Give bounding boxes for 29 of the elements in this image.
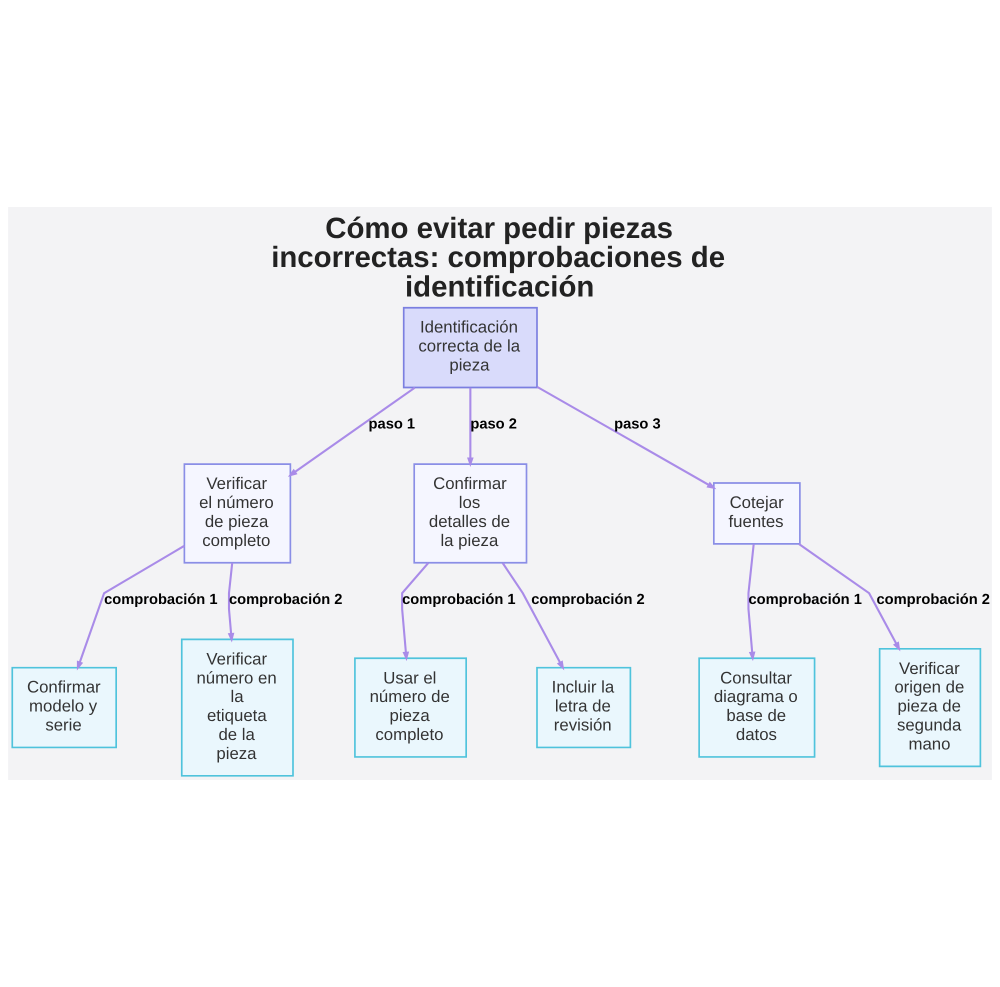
edge-label: comprobación 2 [228,592,342,608]
node-box: Usar el número de pieza completo [354,657,467,758]
arrow [288,386,416,477]
node-box: Consultar diagrama o base de datos [698,657,816,758]
arrow [467,388,474,467]
arrow [228,562,234,642]
edge-label: comprobación 1 [748,592,862,608]
edge-label: comprobación 1 [104,592,218,608]
node-box: Identificación correcta de la pieza [402,306,538,388]
arrow [536,386,716,490]
arrow [401,562,430,662]
node-box: Confirmar los detalles de la pieza [413,463,528,564]
edge-label: paso 3 [614,416,661,433]
edge-label: comprobación 2 [531,592,645,608]
edge-label: paso 1 [368,416,416,433]
arrow [798,543,900,652]
arrow [502,562,564,670]
edge-label: comprobación 1 [402,592,516,608]
node-box: Verificar origen de pieza de segunda mano [878,648,982,768]
diagram-title: Cómo evitar pedir piezas incorrectas: comprobaciones de identificación [271,212,726,304]
edge-label: paso 2 [470,416,517,433]
arrow [747,544,756,662]
edge-label: comprobación 2 [876,592,990,608]
node-box: Incluir la letra de revisión [536,666,632,748]
node-box: Cotejar fuentes [712,482,801,545]
arrow [76,544,185,671]
node-box: Verificar el número de pieza completo [184,463,292,564]
node-box: Verificar número en la etiqueta de la pieza [180,638,294,777]
node-box: Confirmar modelo y serie [11,666,117,748]
